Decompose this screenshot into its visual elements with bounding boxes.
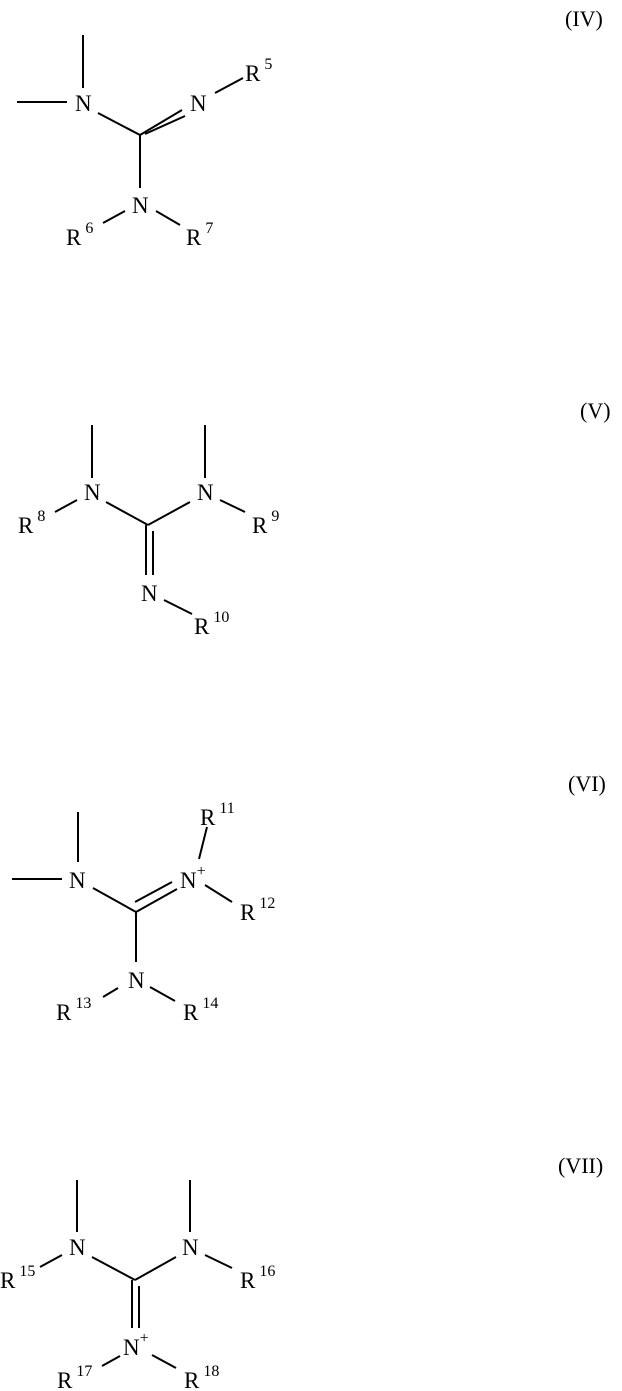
substituent-r16: R16 [240, 1263, 275, 1293]
bond [164, 600, 192, 614]
formula-label-v: (V) [580, 398, 611, 423]
atom-n: N [69, 868, 86, 893]
atom-n-plus: N+ [180, 863, 206, 893]
formula-label-vii: (VII) [558, 1153, 603, 1178]
substituent-r6: R6 [66, 220, 93, 250]
atom-n: N [128, 968, 145, 993]
structure-vii: (VII) N N R15 R16 N+ R17 R18 [0, 1153, 603, 1391]
bond [205, 885, 232, 902]
atom-n: N [190, 91, 207, 116]
structure-vi: (VI) N N+ R11 R12 N R13 R14 [12, 771, 606, 1025]
substituent-r17: R17 [57, 1363, 92, 1391]
substituent-r9: R9 [252, 508, 279, 538]
bond [156, 211, 180, 225]
bond [55, 500, 77, 512]
bond [199, 827, 207, 859]
atom-n: N [75, 91, 92, 116]
formula-label-iv: (IV) [565, 6, 603, 31]
substituent-r8: R8 [18, 508, 45, 538]
bond [215, 78, 243, 93]
substituent-r11: R11 [200, 800, 235, 830]
atom-n: N [182, 1235, 199, 1260]
double-bond [145, 116, 185, 134]
bond [220, 500, 245, 512]
substituent-r7: R7 [186, 220, 213, 250]
bond [106, 502, 148, 525]
substituent-r14: R14 [183, 995, 218, 1025]
bond [150, 987, 175, 1001]
bond [92, 1257, 135, 1280]
substituent-r10: R10 [194, 609, 229, 639]
bond [103, 988, 118, 997]
atom-n: N [69, 1235, 86, 1260]
bond [205, 1255, 232, 1268]
double-bond [136, 889, 177, 912]
double-bond [140, 110, 182, 135]
atom-n: N [132, 193, 149, 218]
substituent-r15: R15 [0, 1263, 35, 1293]
double-bond [135, 882, 172, 902]
formula-label-vi: (VI) [568, 771, 606, 796]
bond [103, 211, 125, 223]
atom-n: N [141, 581, 158, 606]
structure-v: (V) N N R8 R9 N R10 [18, 398, 611, 639]
atom-n-plus: N+ [123, 1330, 149, 1360]
bond [98, 113, 140, 135]
substituent-r18: R18 [184, 1363, 219, 1391]
substituent-r12: R12 [240, 895, 275, 925]
bond [93, 888, 136, 912]
bond [135, 1257, 176, 1280]
structure-iv: (IV) N N R5 N R6 R7 [17, 6, 603, 250]
substituent-r13: R13 [56, 995, 91, 1025]
atom-n: N [84, 480, 101, 505]
bond [148, 502, 190, 525]
substituent-r5: R5 [245, 56, 272, 86]
atom-n: N [197, 480, 214, 505]
bond [152, 1355, 176, 1368]
bond [102, 1356, 120, 1366]
bond [40, 1255, 62, 1267]
